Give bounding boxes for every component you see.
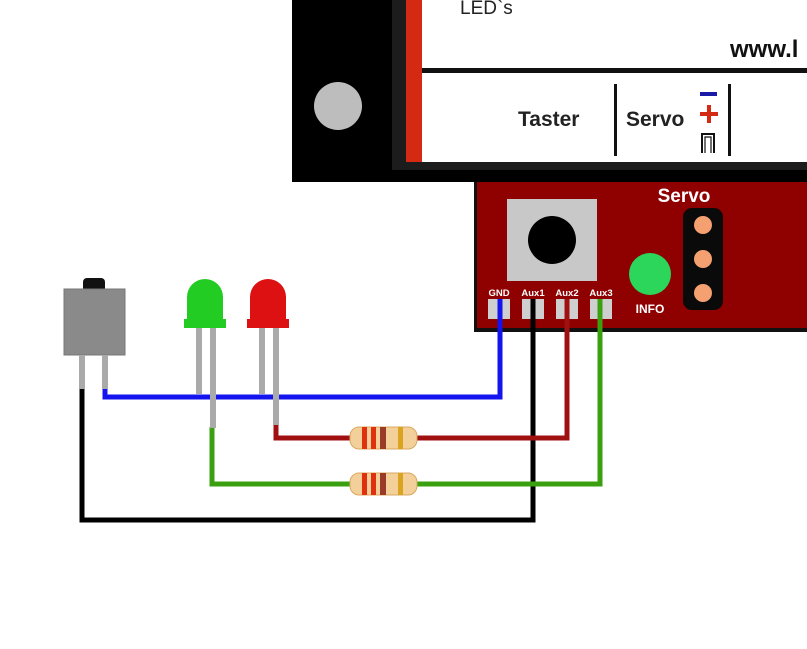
servo-header-label: Servo xyxy=(658,186,711,207)
plus-sign-icon xyxy=(700,105,718,123)
wire-gnd-blue xyxy=(102,299,503,400)
panel-divider xyxy=(422,68,807,73)
minus-sign-icon xyxy=(700,92,717,96)
leds-section-label: LED`s xyxy=(460,0,513,19)
servo-pin-2 xyxy=(694,250,712,268)
green-led xyxy=(184,279,226,428)
servo-module: Servo INFO GND Aux1 Aux2 Aux3 xyxy=(474,182,807,332)
module-push-button xyxy=(528,216,576,264)
mounting-hole xyxy=(314,82,362,130)
pin-label-aux1: Aux1 xyxy=(521,288,545,299)
pin-label-aux3: Aux3 xyxy=(589,288,612,299)
wire-aux1-black xyxy=(79,299,536,523)
info-label: INFO xyxy=(636,302,665,316)
pin-label-gnd: GND xyxy=(488,288,509,299)
resistor-red-line xyxy=(349,426,418,450)
column-divider-2 xyxy=(728,84,731,156)
wire-aux2-red xyxy=(273,299,570,441)
pulse-signal-icon xyxy=(701,133,715,153)
pin-label-aux2: Aux2 xyxy=(555,288,578,299)
wires xyxy=(79,299,603,523)
servo-pin-3 xyxy=(694,284,712,302)
column-divider-1 xyxy=(614,84,617,156)
servo-label: Servo xyxy=(626,108,684,131)
push-button-component xyxy=(63,278,126,389)
red-led xyxy=(247,279,289,425)
resistor-green-line xyxy=(349,472,418,496)
taster-label: Taster xyxy=(518,108,579,131)
board-red-strip xyxy=(406,0,422,162)
main-board: LED`s www.l Taster Servo xyxy=(292,0,807,182)
url-label: www.l xyxy=(729,36,798,63)
info-led xyxy=(629,253,671,295)
servo-pin-1 xyxy=(694,216,712,234)
